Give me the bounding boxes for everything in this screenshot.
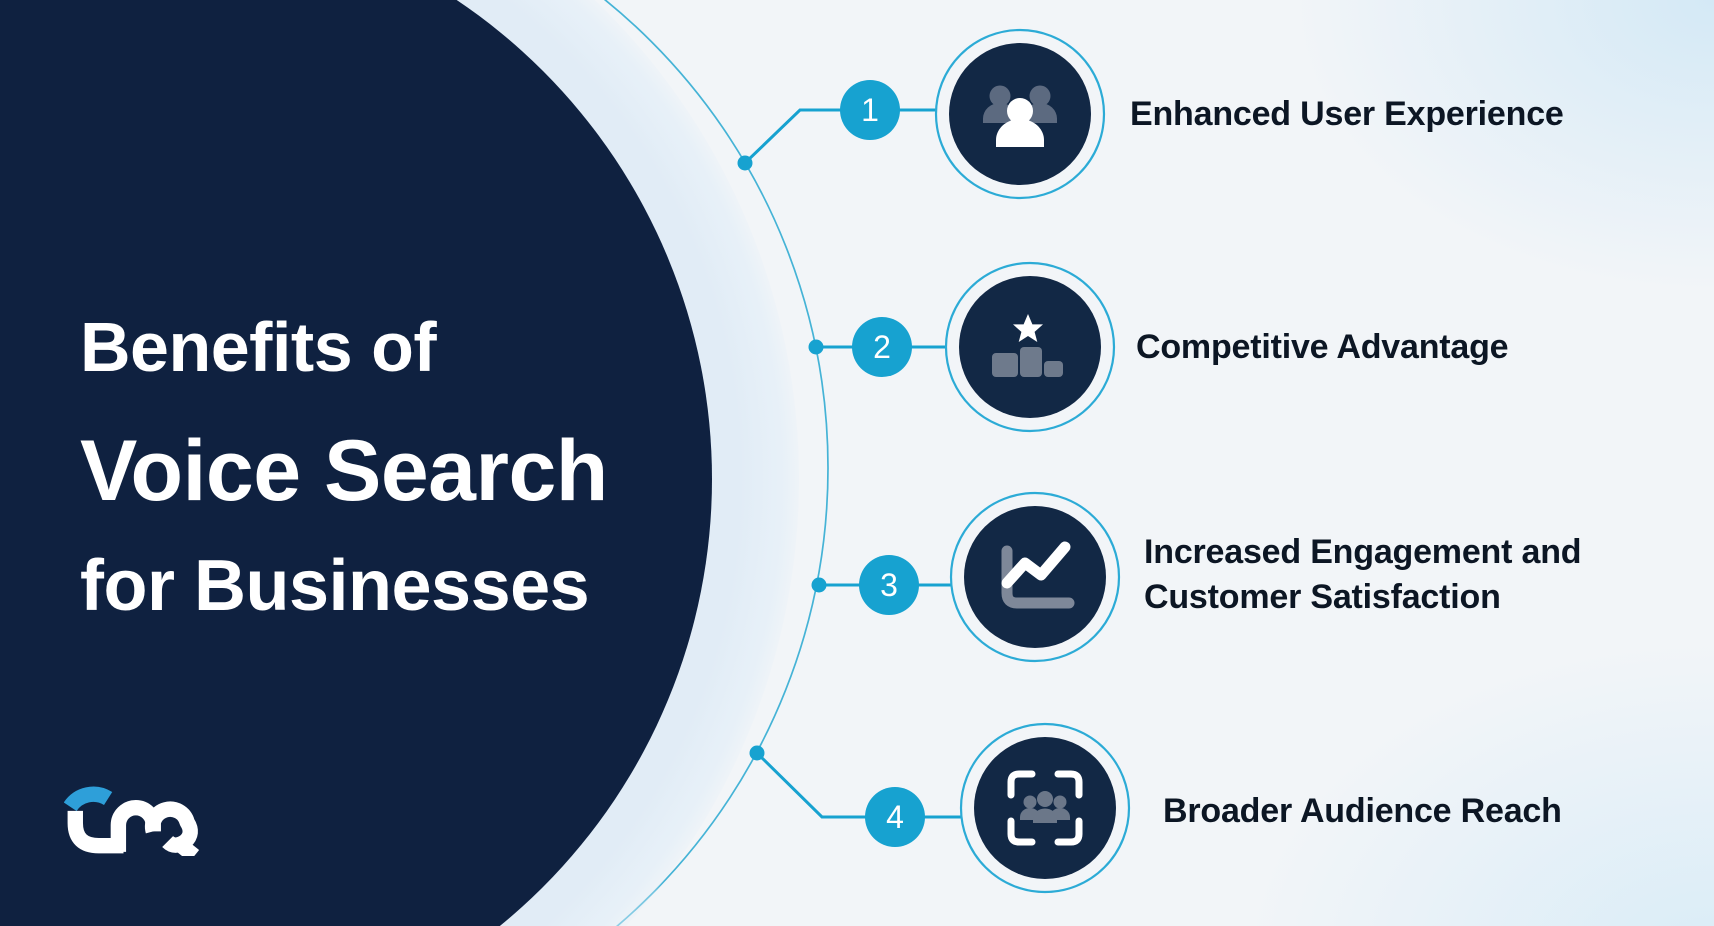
step-3-medallion xyxy=(949,491,1121,663)
node-dot-2 xyxy=(808,339,824,355)
audience-reach-icon xyxy=(1007,770,1083,846)
arc-node-dots xyxy=(737,155,827,761)
connector-step-1 xyxy=(743,108,936,165)
title-line-3: for Businesses xyxy=(80,546,590,626)
step-number-badges: 1 2 3 4 xyxy=(840,80,925,847)
step-3-number: 3 xyxy=(880,567,898,603)
step-4-label: Broader Audience Reach xyxy=(1163,789,1562,834)
step-3-label: Increased Engagement and Customer Satisf… xyxy=(1144,530,1582,620)
step-3-label-line-2: Customer Satisfaction xyxy=(1144,578,1501,616)
connector-step-4 xyxy=(755,751,961,819)
step-2-medallion xyxy=(944,261,1116,433)
tro-logo-t-stroke xyxy=(67,810,124,854)
step-2-label-line: Competitive Advantage xyxy=(1136,328,1509,366)
tro-logo xyxy=(64,786,200,856)
node-dot-4 xyxy=(749,745,765,761)
step-3-number-badge: 3 xyxy=(859,555,919,615)
step-1-number-badge: 1 xyxy=(840,80,900,140)
trend-chart-icon xyxy=(1001,541,1075,609)
navy-hero-circle xyxy=(0,0,712,926)
step-1-number: 1 xyxy=(861,92,879,128)
title-line-1: Benefits of xyxy=(80,308,437,386)
step-4-medallion xyxy=(959,722,1131,894)
tro-logo-blue-arc xyxy=(64,786,113,812)
title-line-2: Voice Search xyxy=(80,423,608,519)
users-group-icon xyxy=(983,85,1057,147)
step-2-number: 2 xyxy=(873,329,891,365)
step-4-number: 4 xyxy=(886,799,904,835)
step-1-medallion xyxy=(934,28,1106,200)
step-1-label-line: Enhanced User Experience xyxy=(1130,95,1564,133)
step-4-label-line: Broader Audience Reach xyxy=(1163,792,1562,830)
step-2-number-badge: 2 xyxy=(852,317,912,377)
guide-arc xyxy=(603,0,829,926)
step-2-label: Competitive Advantage xyxy=(1136,325,1509,370)
node-dot-1 xyxy=(737,155,753,171)
tro-logo-tail-stroke xyxy=(174,837,200,856)
podium-star-icon xyxy=(992,314,1063,377)
node-dot-3 xyxy=(811,577,827,593)
step-3-label-line-1: Increased Engagement and xyxy=(1144,533,1582,571)
step-4-number-badge: 4 xyxy=(865,787,925,847)
step-1-label: Enhanced User Experience xyxy=(1130,92,1564,137)
